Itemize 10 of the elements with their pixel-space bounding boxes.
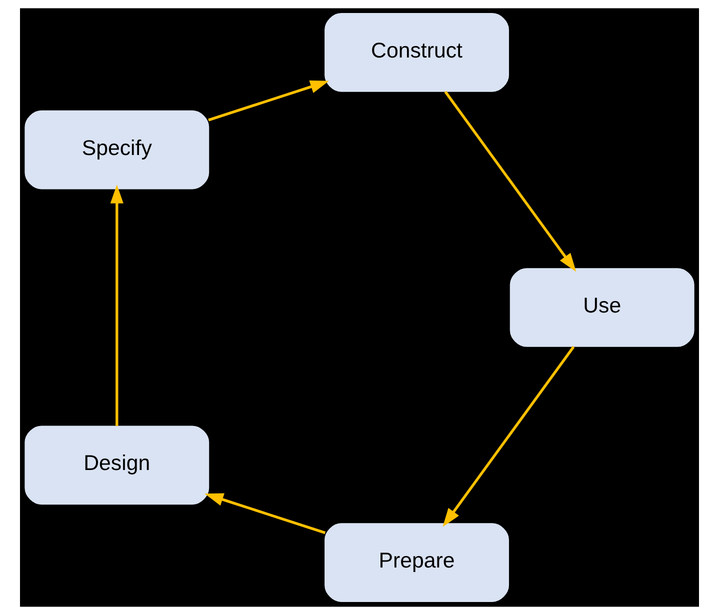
- node-box: Construct: [324, 12, 509, 92]
- arrow: [204, 493, 326, 534]
- arrow: [208, 80, 330, 122]
- node-box: Prepare: [324, 523, 509, 602]
- arrow: [442, 346, 575, 527]
- node-box: Use: [510, 268, 694, 347]
- arrow: [444, 90, 576, 272]
- arrow: [110, 184, 124, 426]
- node-box: Specify: [24, 110, 210, 190]
- node-box: Design: [24, 426, 210, 505]
